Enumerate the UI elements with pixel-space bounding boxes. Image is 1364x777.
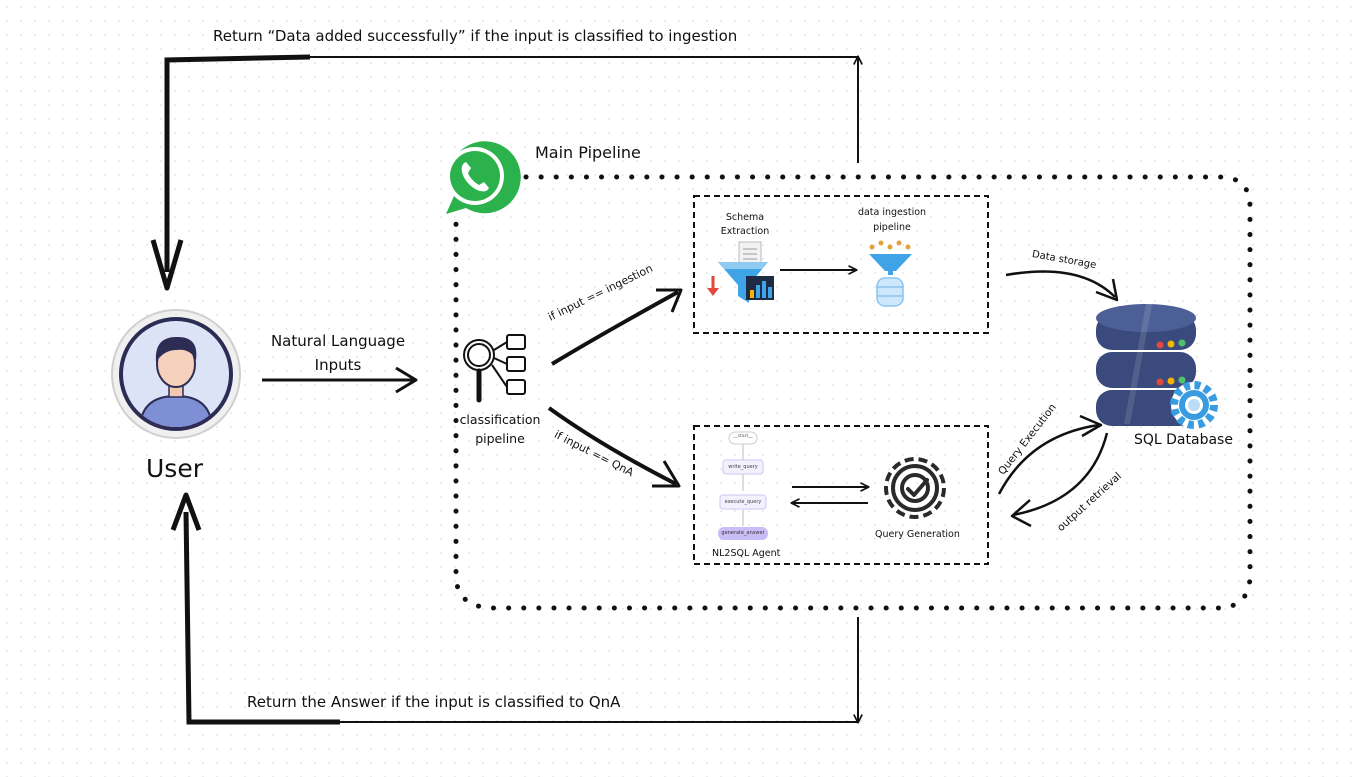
ingestion-line1: data ingestion (857, 207, 927, 218)
classification-line1: classification (459, 412, 541, 427)
return-qna-arrowhead (170, 492, 202, 531)
main-pipeline-label: Main Pipeline (535, 143, 641, 162)
agent-node-generate-answer: generate_answer (721, 530, 765, 536)
query-generation-label: Query Generation (875, 529, 960, 540)
natural-language-line1: Natural Language (270, 332, 406, 350)
classification-icon (463, 334, 526, 403)
ingestion-line2: pipeline (873, 222, 911, 233)
schema-line2: Extraction (720, 226, 770, 237)
query-generation-icon (884, 457, 946, 519)
classification-line2: pipeline (475, 431, 525, 446)
agent-node-execute-query: execute_query (724, 499, 762, 505)
sql-database-label: SQL Database (1134, 432, 1233, 448)
ingestion-box (693, 195, 989, 334)
agent-node-start: __start__ (733, 434, 753, 439)
schema-extraction-label: Schema Extraction (710, 211, 780, 239)
sql-database-icon (1096, 304, 1218, 429)
whatsapp-icon (446, 141, 521, 214)
natural-language-label: Natural Language Inputs (262, 329, 414, 377)
qna-branch-arrow (547, 406, 677, 486)
data-storage-arrow (1005, 270, 1116, 298)
user-label: User (146, 454, 203, 483)
query-execution-arrow (997, 423, 1100, 495)
schema-extraction-icon (707, 241, 774, 303)
schema-line1: Schema (725, 212, 765, 223)
return-ingestion-thick (164, 54, 311, 272)
return-qna-thick (183, 511, 340, 725)
classification-label: classification pipeline (446, 410, 554, 448)
output-retrieval-arrow (1012, 432, 1109, 517)
data-ingestion-label: data ingestion pipeline (850, 205, 934, 235)
user-avatar-icon (111, 309, 241, 439)
ingestion-branch-arrow (550, 290, 679, 366)
natural-language-line2: Inputs (314, 356, 362, 374)
agent-node-write-query: write_query (728, 464, 758, 470)
nl2sql-agent-label: NL2SQL Agent (712, 548, 781, 559)
return-ingestion-arrowhead (150, 239, 184, 291)
data-ingestion-icon (869, 240, 912, 307)
return-qna-label: Return the Answer if the input is classi… (247, 693, 621, 711)
return-ingestion-label: Return “Data added successfully” if the … (213, 27, 738, 45)
qna-box (693, 425, 989, 565)
nl2sql-agent-graph (718, 431, 768, 540)
